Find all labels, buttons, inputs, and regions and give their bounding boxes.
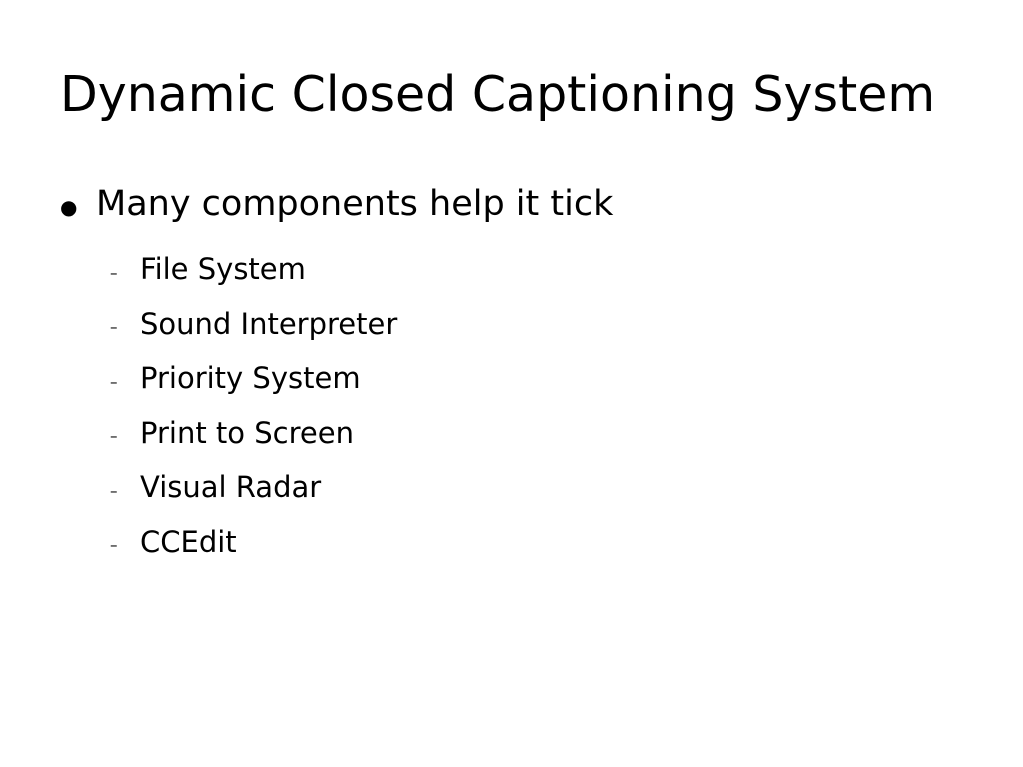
bullet-item: ● Many components help it tick bbox=[60, 180, 613, 228]
sub-bullet-item: – Visual Radar bbox=[110, 460, 397, 515]
dash-icon: – bbox=[110, 481, 118, 500]
sub-bullet-text: Print to Screen bbox=[140, 415, 354, 450]
sub-bullet-text: Priority System bbox=[140, 361, 361, 396]
dash-icon: – bbox=[110, 536, 118, 555]
dash-icon: – bbox=[110, 318, 118, 337]
sub-bullet-text: Sound Interpreter bbox=[140, 306, 398, 341]
dash-icon: – bbox=[110, 427, 118, 446]
sub-bullet-item: – Print to Screen bbox=[110, 406, 397, 461]
dash-icon: – bbox=[110, 263, 118, 282]
sub-bullet-text: File System bbox=[140, 252, 306, 287]
sub-bullet-list: – File System – Sound Interpreter – Prio… bbox=[110, 242, 397, 569]
slide-title: Dynamic Closed Captioning System bbox=[60, 66, 936, 123]
sub-bullet-item: – Sound Interpreter bbox=[110, 297, 397, 352]
sub-bullet-text: Visual Radar bbox=[140, 470, 322, 505]
dash-icon: – bbox=[110, 372, 118, 391]
bullet-text: Many components help it tick bbox=[96, 184, 614, 224]
sub-bullet-text: CCEdit bbox=[140, 524, 237, 559]
bullet-dot-icon: ● bbox=[60, 195, 78, 219]
sub-bullet-item: – Priority System bbox=[110, 351, 397, 406]
sub-bullet-item: – File System bbox=[110, 242, 397, 297]
sub-bullet-item: – CCEdit bbox=[110, 515, 397, 570]
